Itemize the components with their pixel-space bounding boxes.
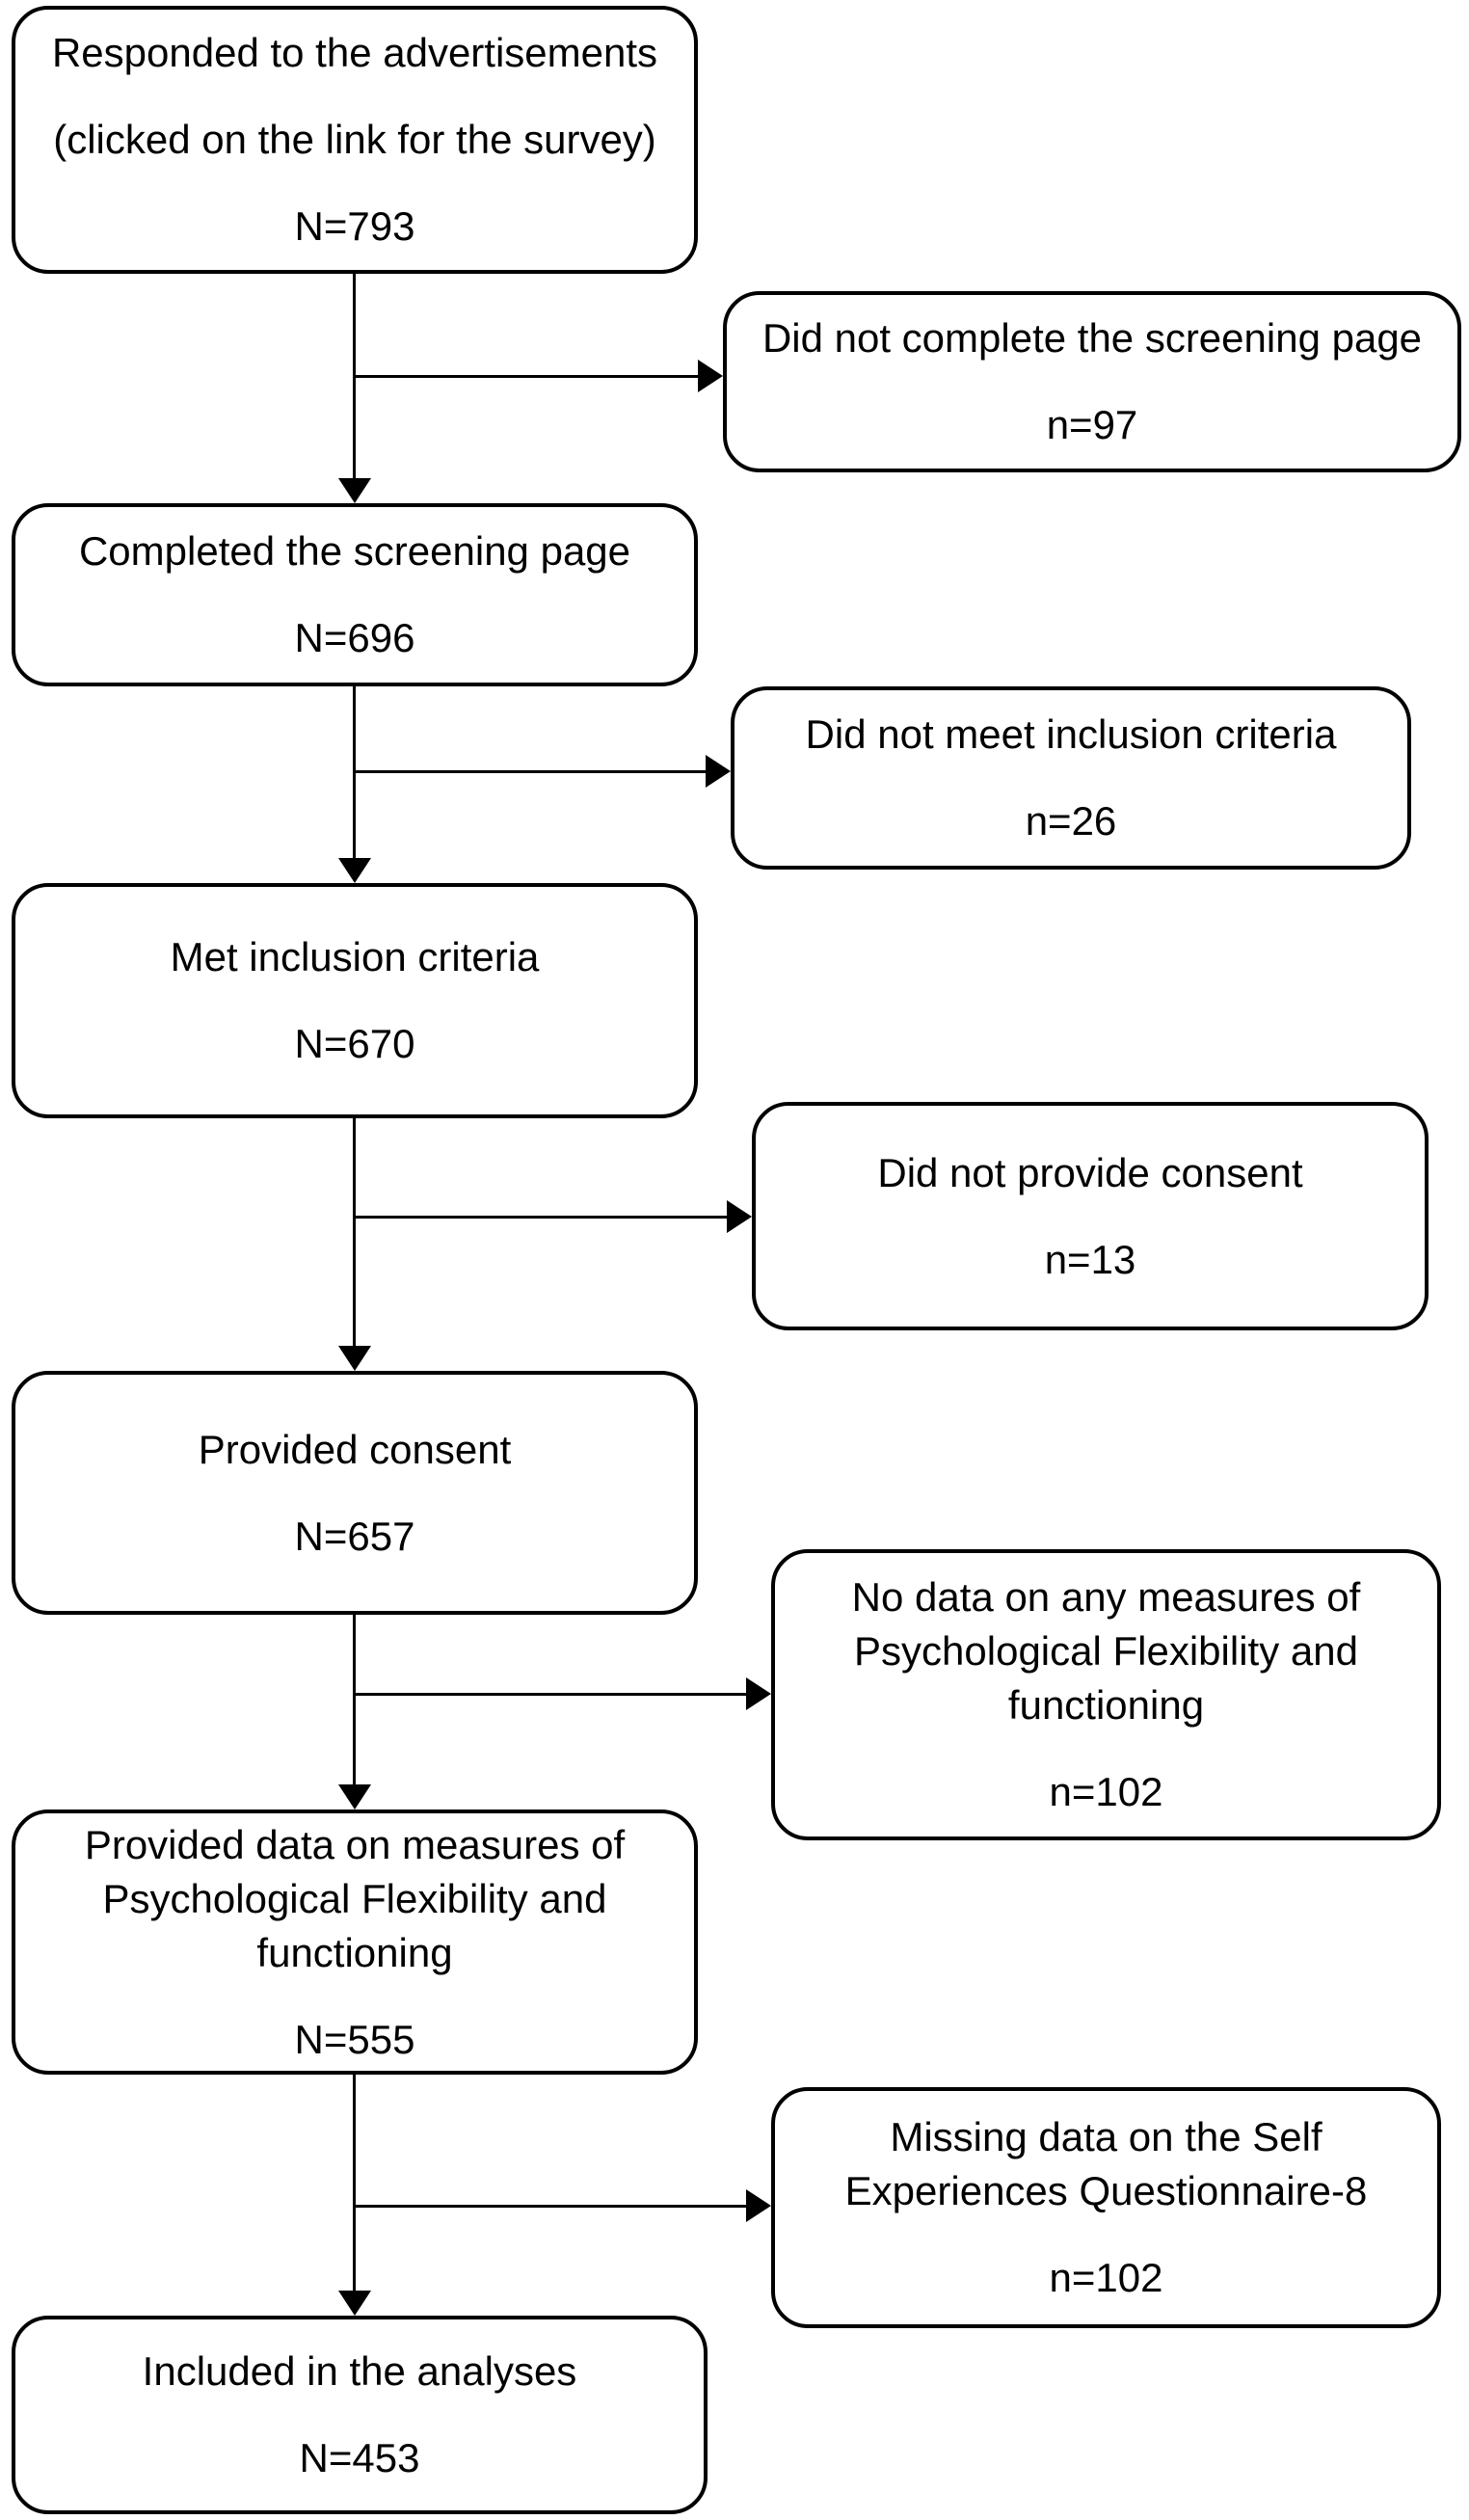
box-count: N=670 <box>294 1021 415 1066</box>
box-count: N=555 <box>294 2016 415 2062</box>
connector-line-down-5 <box>353 2075 356 2291</box>
arrow-right-icon <box>706 755 731 788</box>
flow-box-included: Included in the analyses N=453 <box>12 2316 708 2514</box>
arrow-right-icon <box>698 360 723 392</box>
connector-line-branch-4 <box>355 1693 746 1696</box>
box-text: Responded to the advertisements <box>51 30 658 75</box>
box-count: n=13 <box>1044 1236 1136 1282</box>
exclusion-box-did-not-complete-screening: Did not complete the screening page n=97 <box>723 291 1461 472</box>
exclusion-box-did-not-provide-consent: Did not provide consent n=13 <box>752 1102 1429 1330</box>
connector-line-down-2 <box>353 686 356 858</box>
box-text: No data on any measures of Psychological… <box>851 1574 1361 1728</box>
flow-box-completed-screening: Completed the screening page N=696 <box>12 503 698 686</box>
arrow-down-icon <box>338 1784 371 1810</box>
box-text: Completed the screening page <box>78 528 631 574</box>
connector-line-down-4 <box>353 1615 356 1784</box>
box-count: N=793 <box>294 203 415 249</box>
arrow-down-icon <box>338 858 371 883</box>
box-text: (clicked on the link for the survey) <box>53 117 656 162</box>
box-text: Did not complete the screening page <box>761 315 1423 361</box>
box-text: Provided consent <box>198 1426 512 1472</box>
box-count: N=696 <box>294 615 415 660</box>
box-text: Did not meet inclusion criteria <box>805 711 1337 757</box>
connector-line-branch-1 <box>355 375 700 378</box>
box-text: Included in the analyses <box>142 2348 577 2394</box>
box-text: Did not provide consent <box>877 1149 1303 1195</box>
connector-line-branch-3 <box>355 1216 727 1219</box>
connector-line-branch-5 <box>355 2205 746 2208</box>
box-text: Provided data on measures of Psychologic… <box>84 1821 626 1975</box>
box-count: n=102 <box>1049 2255 1163 2300</box>
flow-box-provided-consent: Provided consent N=657 <box>12 1371 698 1615</box>
box-count: n=102 <box>1049 1769 1163 1814</box>
arrow-down-icon <box>338 2291 371 2316</box>
arrow-down-icon <box>338 1346 371 1371</box>
box-text: Missing data on the Self Experiences Que… <box>844 2114 1368 2213</box>
connector-line-down-1 <box>353 274 356 478</box>
flow-box-met-inclusion: Met inclusion criteria N=670 <box>12 883 698 1118</box>
arrow-down-icon <box>338 478 371 503</box>
flow-box-provided-data: Provided data on measures of Psychologic… <box>12 1810 698 2075</box>
box-count: n=97 <box>1046 402 1138 447</box>
box-count: N=657 <box>294 1513 415 1559</box>
exclusion-box-did-not-meet-inclusion: Did not meet inclusion criteria n=26 <box>731 686 1411 870</box>
exclusion-box-missing-seq8: Missing data on the Self Experiences Que… <box>771 2087 1441 2328</box>
box-text: Met inclusion criteria <box>170 934 540 979</box>
connector-line-down-3 <box>353 1118 356 1346</box>
arrow-right-icon <box>746 1677 771 1710</box>
arrow-right-icon <box>746 2189 771 2222</box>
arrow-right-icon <box>727 1200 752 1233</box>
box-count: N=453 <box>299 2435 420 2480</box>
exclusion-box-no-data: No data on any measures of Psychological… <box>771 1549 1441 1840</box>
box-count: n=26 <box>1025 798 1117 844</box>
connector-line-branch-2 <box>355 770 706 773</box>
flow-box-responded: Responded to the advertisements (clicked… <box>12 6 698 274</box>
